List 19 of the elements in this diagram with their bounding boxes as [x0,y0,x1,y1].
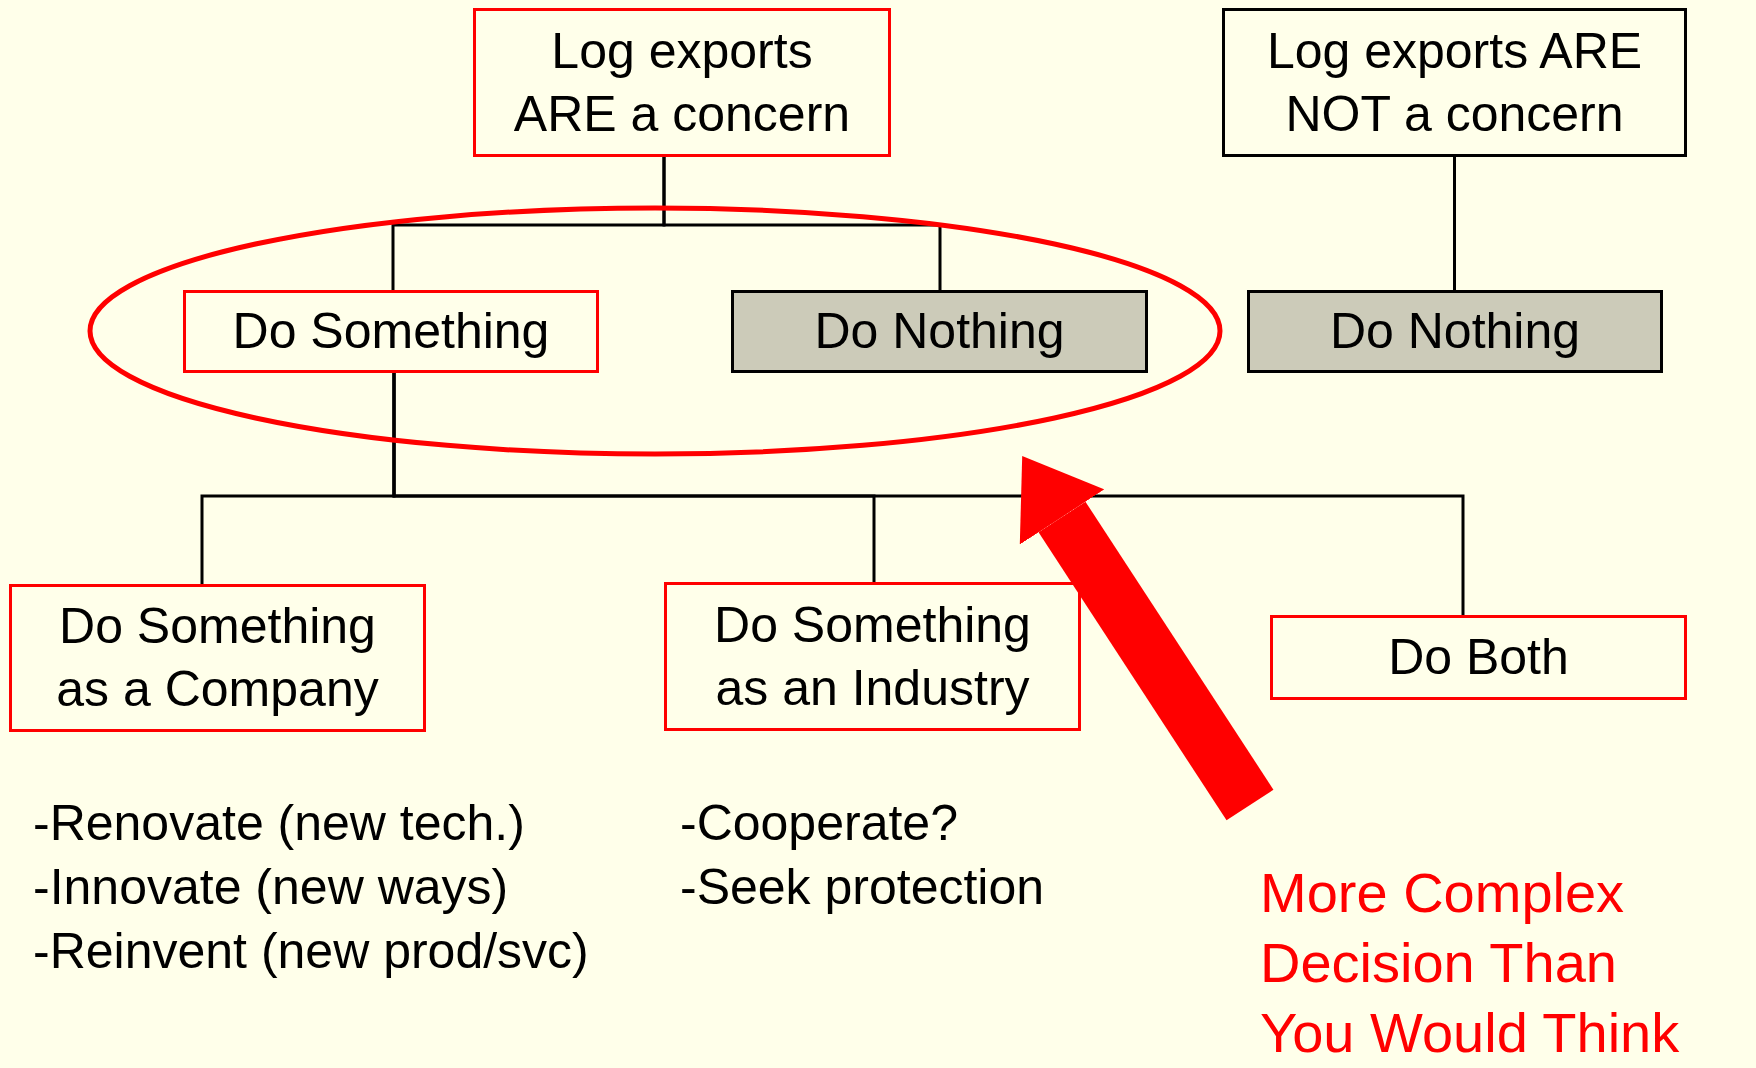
outcome-box: Do Nothing [1247,290,1663,373]
connector-line [392,373,1465,615]
decision-box: Do Both [1270,615,1687,700]
decision-box: Do Something as an Industry [664,582,1081,731]
highlight-ellipse [87,205,1223,457]
outcome-box: Do Nothing [731,290,1148,373]
decision-box: Log exports ARE a concern [473,8,891,157]
option-note: -Seek protection [680,858,1045,917]
connector-line [662,157,942,290]
decision-box: Log exports ARE NOT a concern [1222,8,1687,157]
connector-line [1453,157,1456,290]
option-note: -Innovate (new ways) [33,858,509,917]
option-note: -Renovate (new tech.) [33,794,525,853]
callout-text: More Complex Decision Than You Would Think [1238,800,1710,1068]
option-note: -Cooperate? [680,794,958,853]
decision-box: Do Something as a Company [9,584,426,732]
decision-box: Do Something [183,290,599,373]
arrow [1019,456,1274,821]
option-note: -Reinvent (new prod/svc) [33,922,589,981]
